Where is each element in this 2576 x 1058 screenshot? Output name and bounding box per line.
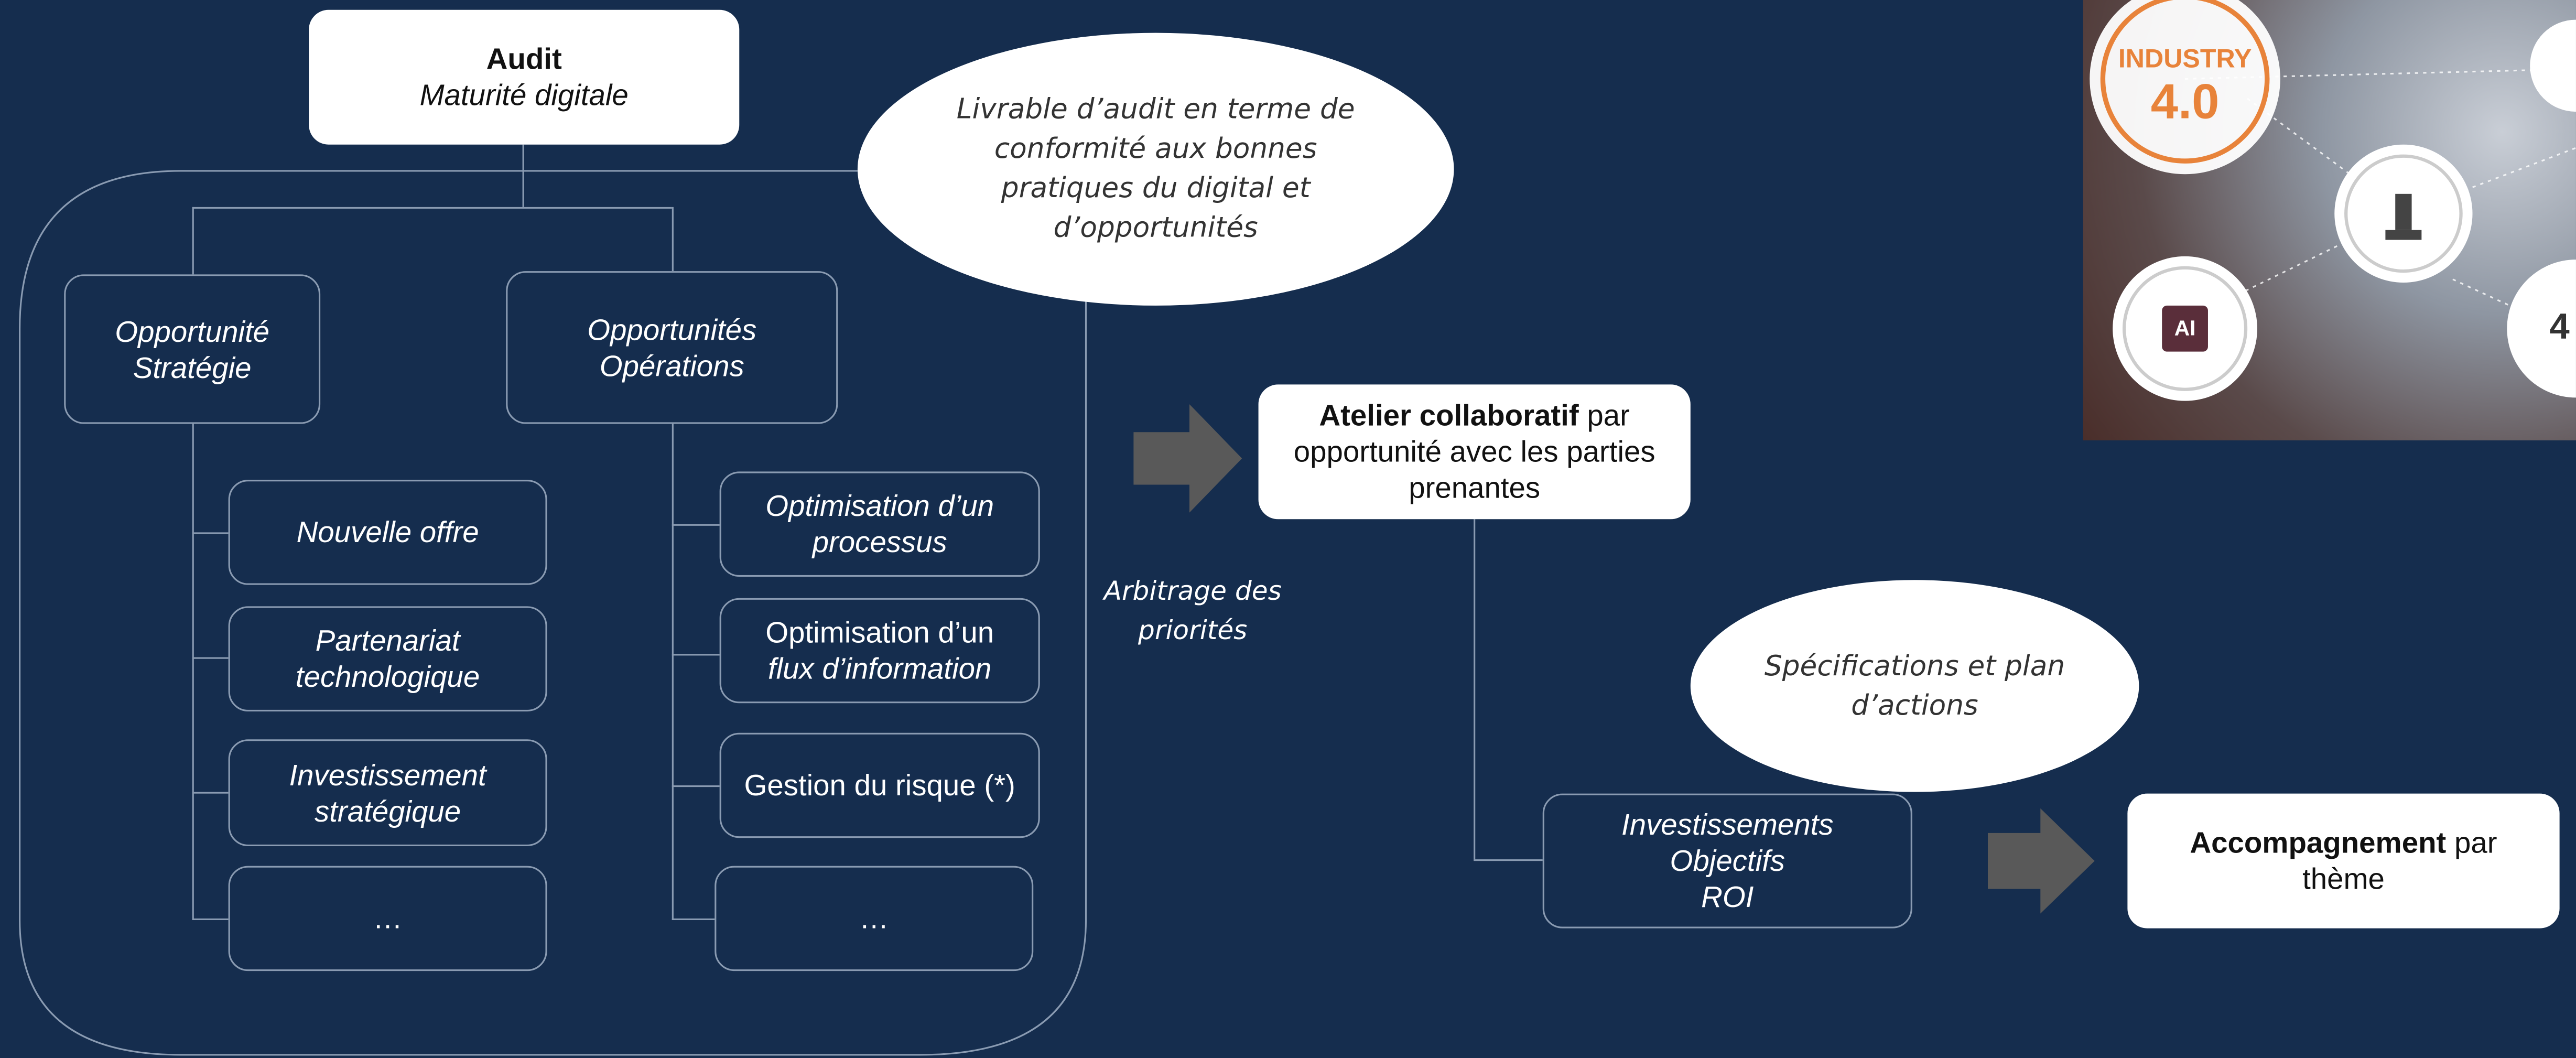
box-text-line: technologique	[295, 660, 480, 694]
opportunite-strategie-box: Opportunité Stratégie	[64, 274, 321, 424]
atelier-bold-text: Atelier collaboratif	[1319, 399, 1579, 433]
box-text-line: Investissement	[289, 758, 486, 791]
box-text-line: processus	[812, 525, 947, 559]
edge-badge-label: 4	[2549, 305, 2570, 347]
gestion-risque-box: Gestion du risque (*)	[719, 732, 1040, 838]
accompagnement-line-2: thème	[2302, 862, 2385, 895]
box-text-line: stratégique	[315, 794, 461, 827]
connector-line	[672, 918, 715, 920]
note-text-line: priorités	[1138, 614, 1248, 646]
optimisation-flux-box: Optimisation d’un flux d’information	[719, 598, 1040, 704]
box-text-line: Opérations	[599, 349, 744, 382]
connector-line	[672, 207, 674, 272]
note-text-line: Arbitrage des	[1103, 575, 1282, 607]
box-text-line: Investissements	[1621, 808, 1834, 841]
atelier-rest-text: par	[1578, 399, 1630, 433]
investissement-strategique-box: Investissement stratégique	[228, 739, 547, 846]
investissements-box: Investissements Objectifs ROI	[1542, 793, 1912, 929]
industry-graphic	[2090, 0, 2576, 401]
ellipse-text-line: d’actions	[1851, 689, 1978, 722]
connector-line	[192, 532, 229, 534]
accompagnement-box: Accompagnement par thème	[2127, 793, 2560, 929]
connector-line	[1474, 519, 1476, 860]
strategie-more-box: …	[228, 866, 547, 971]
audit-subtitle: Maturité digitale	[419, 79, 629, 112]
industry-badge-line2: 4.0	[2150, 75, 2220, 130]
industry-4-image: INDUSTRY 4.0 AI 4	[2083, 0, 2576, 440]
ellipse-text-line: pratiques du digital et	[1001, 172, 1311, 206]
ellipse-text-line: Livrable d’audit en terme de	[956, 93, 1355, 127]
ai-chip-label: AI	[2174, 315, 2196, 340]
atelier-line-1: Atelier collaboratif par	[1319, 397, 1630, 434]
arrow-right-icon	[1988, 808, 2095, 914]
box-text-line: Optimisation d’un	[765, 489, 994, 523]
connector-line	[672, 524, 720, 526]
arrow-right-icon	[1133, 404, 1242, 513]
box-text-line: Optimisation d’un	[765, 616, 994, 649]
ellipse-text-line: Spécifications et plan	[1764, 650, 2065, 683]
arbitrage-note: Arbitrage des priorités	[1084, 572, 1301, 651]
livrable-ellipse: Livrable d’audit en terme de conformité …	[857, 33, 1454, 306]
box-text-line: flux d’information	[767, 652, 992, 685]
connector-line	[1474, 859, 1543, 861]
box-text-line: Stratégie	[133, 351, 252, 384]
connector-line	[672, 654, 720, 656]
accompagnement-bold-text: Accompagnement	[2190, 826, 2447, 860]
box-text-line: …	[859, 902, 889, 935]
atelier-collaboratif-box: Atelier collaboratif par opportunité ave…	[1258, 384, 1691, 520]
atelier-line-3: prenantes	[1409, 471, 1541, 505]
box-text-line: Nouvelle offre	[296, 516, 479, 549]
connector-line	[522, 144, 524, 207]
specifications-ellipse: Spécifications et plan d’actions	[1690, 580, 2139, 792]
opportunites-operations-box: Opportunités Opérations	[506, 271, 838, 424]
industry-badge-line1: INDUSTRY	[2118, 46, 2252, 74]
audit-title: Audit	[486, 42, 562, 76]
ellipse-text-line: conformité aux bonnes	[994, 133, 1317, 166]
optimisation-processus-box: Optimisation d’un processus	[719, 471, 1040, 577]
partenariat-technologique-box: Partenariat technologique	[228, 606, 547, 711]
connector-line	[192, 657, 229, 659]
box-text-line: Opportunités	[587, 313, 757, 346]
accompagnement-rest-text: par	[2446, 826, 2497, 860]
connector-line	[192, 207, 672, 209]
operations-more-box: …	[715, 866, 1034, 971]
accompagnement-line-1: Accompagnement par	[2190, 825, 2497, 861]
atelier-line-2: opportunité avec les parties	[1293, 435, 1655, 469]
ellipse-text-line: d’opportunités	[1053, 212, 1258, 245]
connector-line	[192, 207, 194, 275]
box-text-line: Gestion du risque (*)	[744, 769, 1015, 802]
box-text-line: Opportunité	[115, 315, 270, 348]
connector-line	[672, 424, 674, 920]
connector-line	[672, 785, 720, 787]
connector-line	[192, 918, 229, 920]
nouvelle-offre-box: Nouvelle offre	[228, 480, 547, 585]
connector-line	[192, 424, 194, 920]
audit-box: Audit Maturité digitale	[309, 9, 740, 145]
connector-line	[192, 792, 229, 794]
box-text-line: ROI	[1701, 880, 1754, 914]
box-text-line: Objectifs	[1670, 844, 1785, 878]
box-text-line: Partenariat	[315, 624, 460, 657]
box-text-line: …	[373, 902, 403, 935]
